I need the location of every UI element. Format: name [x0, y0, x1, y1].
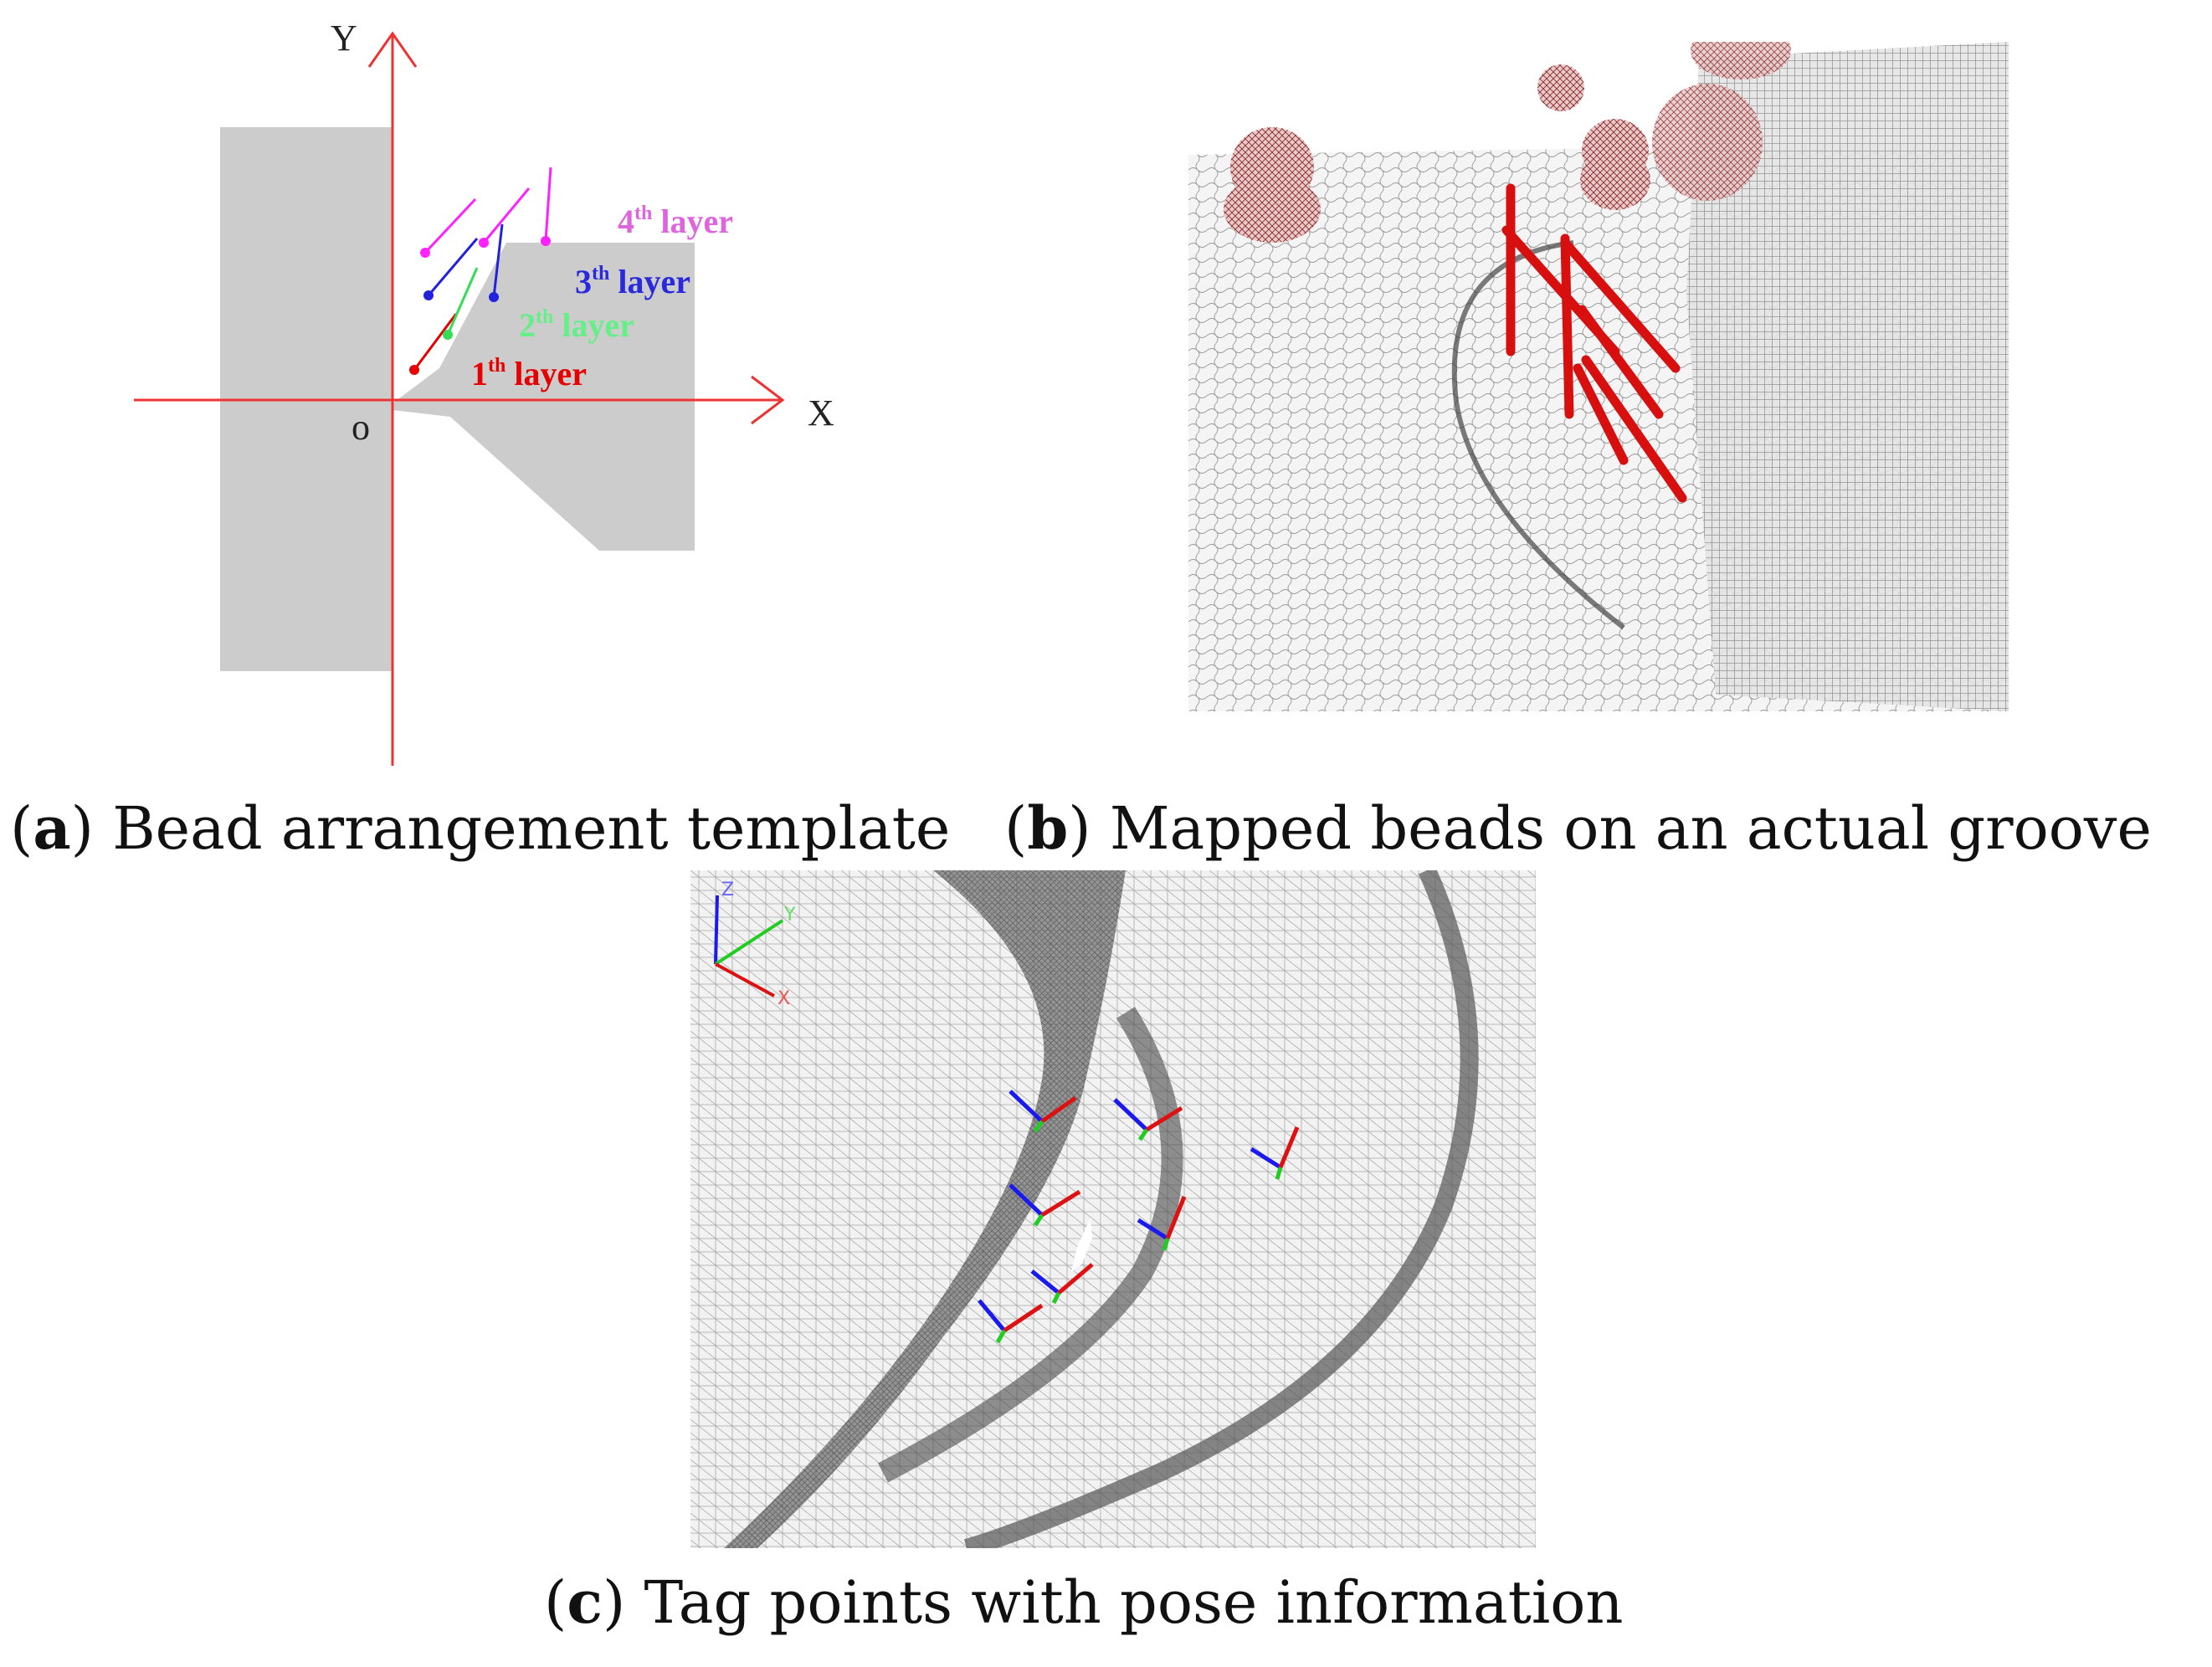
layer-2-label: 2th layer [519, 306, 634, 344]
y-axis-arrow [367, 31, 418, 68]
tag-point-frame [1113, 1098, 1183, 1141]
y-axis-label: Y [783, 905, 796, 926]
bead-point [541, 236, 551, 246]
coordinate-frame-legend: Z Y X [714, 880, 796, 1009]
mesh-surface [690, 870, 1536, 1548]
groove-edge [963, 870, 1479, 1548]
bead-vector [544, 167, 552, 242]
panel-c-render: Z Y X [690, 870, 1536, 1548]
groove-edge [877, 1007, 1183, 1483]
x-axis-label: X [778, 988, 790, 1009]
tag-point-frame [1137, 1196, 1187, 1251]
x-axis-line [715, 962, 775, 998]
bead-vector [1560, 238, 1681, 373]
bead-vector [423, 197, 477, 254]
layer-1-label: 1th layer [471, 355, 587, 392]
x-axis-label-outer: X [808, 392, 834, 433]
layer-3-vectors [423, 223, 504, 302]
groove-curve [1451, 240, 1625, 630]
y-axis-line [714, 919, 784, 966]
panel-a-bead-template: Y X o 1th layer 2th layer 3th [126, 17, 834, 770]
sphere-marker [1691, 42, 1791, 80]
caption-a: (a) Bead arrangement template [10, 793, 951, 863]
z-axis-label: Z [721, 880, 734, 900]
panel-c-tag-points: Z Y X [690, 870, 1536, 1548]
panel-a-diagram: Y X o 1th layer 2th layer 3th [134, 18, 785, 766]
wall-mesh [1686, 42, 2009, 711]
bead-vector [413, 313, 458, 371]
right-plate [393, 243, 695, 551]
bead-vector [427, 238, 479, 296]
bead-point [443, 330, 453, 340]
tag-point-frame [1008, 1183, 1081, 1227]
sphere-marker [1537, 64, 1584, 111]
caption-b: (b) Mapped beads on an actual groove [1004, 793, 2152, 863]
bead-point [423, 290, 434, 300]
bead-point [420, 248, 430, 258]
tag-point-frame [1008, 1090, 1077, 1133]
bead-vector [482, 187, 531, 244]
bead-vector [492, 223, 504, 298]
layer-2-vectors [443, 267, 479, 340]
y-axis-label: Y [331, 18, 357, 59]
z-axis-line [714, 895, 719, 965]
bead-point [489, 292, 499, 302]
x-axis-arrow [751, 375, 785, 425]
bead-point [409, 365, 419, 375]
layer-4-vectors [420, 167, 552, 258]
tag-point-frame [1030, 1263, 1094, 1305]
groove-gap [1071, 1218, 1092, 1272]
tag-point-frame [1250, 1126, 1300, 1180]
origin-label: o [352, 407, 370, 448]
sphere-marker [1224, 176, 1321, 243]
bead-vector [446, 267, 479, 336]
caption-c: (c) Tag points with pose information [544, 1567, 1624, 1637]
groove-band [724, 870, 1126, 1548]
bead-vector [1581, 355, 1687, 503]
layer-3-label: 3th layer [575, 263, 690, 300]
bead-point [479, 238, 489, 248]
mapped-bead-vectors [1501, 183, 1687, 503]
sphere-marker [1652, 84, 1763, 201]
tag-point-frame [978, 1299, 1044, 1344]
sphere-marker [1580, 150, 1650, 210]
panel-b-render [1188, 42, 2009, 711]
bead-vector [1573, 363, 1629, 465]
bead-vector [1577, 305, 1664, 419]
bead-vector [1560, 233, 1574, 419]
layer-4-label: 4th layer [618, 203, 733, 240]
layer-1-vectors [409, 313, 458, 375]
panel-b-mapped-beads [1188, 42, 2009, 711]
